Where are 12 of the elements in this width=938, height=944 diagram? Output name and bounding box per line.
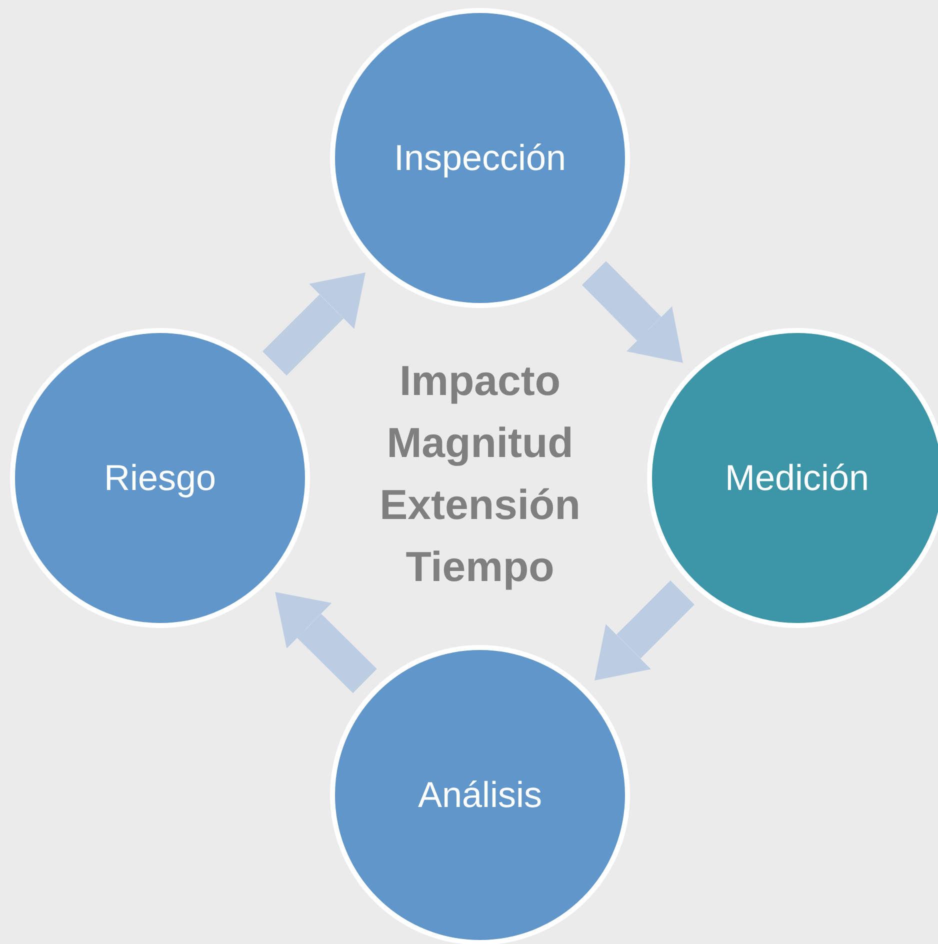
node-label: Riesgo: [104, 457, 216, 499]
block-arrow: [275, 592, 377, 694]
block-arrow: [594, 580, 694, 680]
center-text: Impacto: [398, 356, 562, 406]
center-text: Magnitud: [386, 418, 574, 468]
block-arrow: [582, 261, 683, 363]
center-text: Tiempo: [404, 542, 556, 592]
node-label: Medición: [724, 457, 870, 499]
node-label: Inspección: [394, 137, 566, 179]
block-arrow: [262, 272, 366, 376]
node-label: Análisis: [418, 774, 542, 816]
center-text: Extensión: [378, 480, 582, 530]
